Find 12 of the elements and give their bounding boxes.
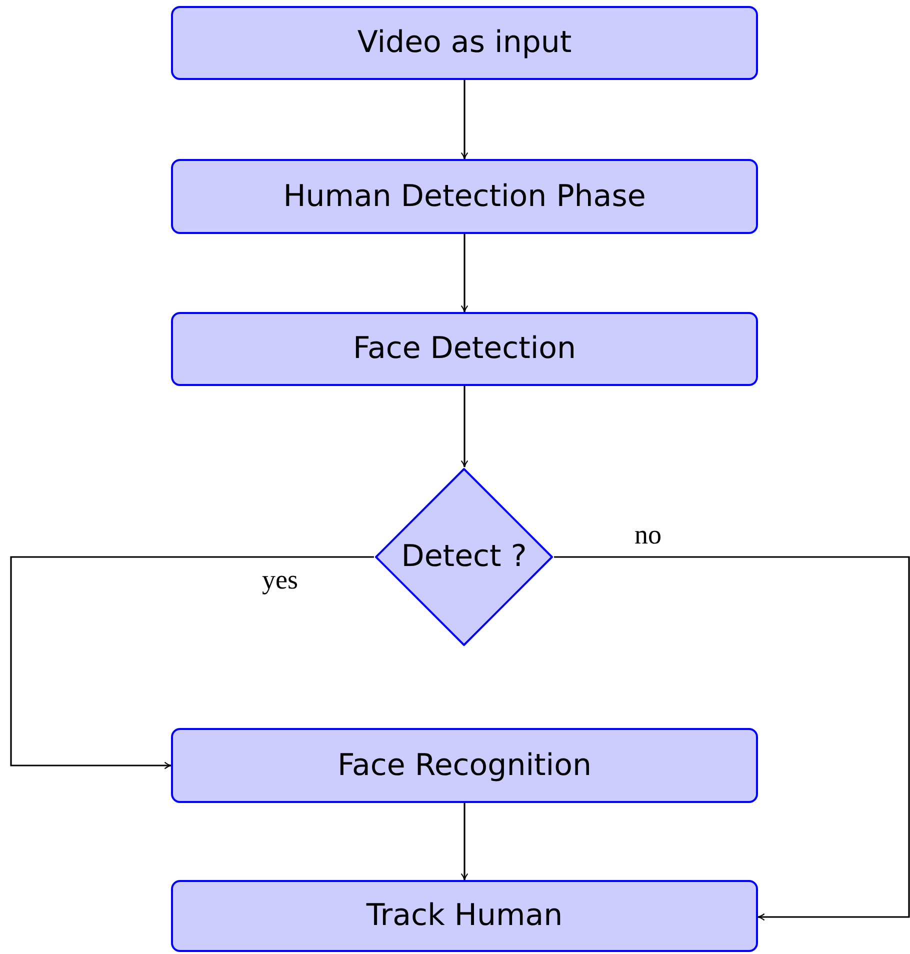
process-box	[171, 6, 758, 80]
node-text: Face Recognition	[337, 746, 592, 784]
node-text: Video as input	[357, 24, 572, 62]
process-box	[171, 312, 758, 386]
process-box	[171, 880, 758, 952]
decision-diamond	[374, 467, 554, 647]
node-text: Face Detection	[352, 330, 576, 368]
node-text: Human Detection Phase	[283, 178, 646, 216]
process-box	[171, 159, 758, 234]
process-box	[171, 728, 758, 803]
node-text: Detect ?	[401, 538, 527, 576]
node-text: Track Human	[366, 897, 563, 935]
